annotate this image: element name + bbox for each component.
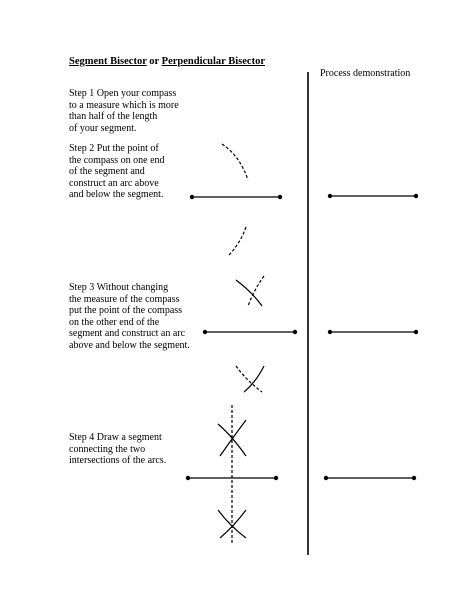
step-2-dashed-arc-below: [227, 226, 247, 257]
title-segment-bisector: Segment Bisector: [69, 56, 147, 67]
step-2-line-2: the compass on one end: [69, 154, 165, 166]
step-2-line-3: of the segment and: [69, 166, 145, 177]
step-4-endpoint-left: [185, 475, 191, 481]
process-demonstration-label: Process demonstration: [320, 68, 411, 79]
step-4-text: Step 4 Draw a segment connecting the two…: [69, 432, 166, 467]
step-4-line-2: connecting the two: [69, 443, 146, 455]
step-3-line-4: on the other end of the: [69, 316, 160, 328]
step-3-line-5: segment and construct an arc: [69, 328, 186, 339]
worksheet-title: Segment Bisector or Perpendicular Bisect…: [69, 56, 265, 67]
step-3-dashed-arc-below: [235, 365, 263, 393]
step-2-text: Step 2 Put the point of the compass on o…: [69, 143, 165, 201]
title-connector: or: [146, 56, 162, 67]
demo-segment-1: [327, 193, 419, 199]
step-3-endpoint-right: [292, 329, 298, 335]
step-3-line-1: Step 3 Without changing: [69, 282, 169, 293]
step-2-endpoint-left: [189, 194, 195, 200]
step-3-endpoint-left: [202, 329, 208, 335]
step-4-line-1: Step 4 Draw a segment: [69, 432, 162, 443]
step-2-endpoint-right: [277, 194, 283, 200]
step-3-dashed-arc-above: [247, 275, 265, 307]
step-4-arc-above-right: [219, 419, 247, 457]
step-4-arc-below-left: [217, 509, 247, 539]
step-1-line-3: than half of the length: [69, 111, 158, 122]
demo-segment-2: [327, 329, 419, 335]
step-2-dashed-arc-above: [221, 143, 249, 181]
step-3-diagram: [202, 275, 298, 393]
step-1-line-2: to a measure which is more: [69, 99, 179, 111]
demo-segment-3: [323, 475, 417, 481]
step-2-diagram: [189, 143, 283, 257]
step-2-line-1: Step 2 Put the point of: [69, 143, 159, 154]
step-4-line-3: intersections of the arcs.: [69, 455, 167, 466]
step-4-endpoint-right: [273, 475, 279, 481]
step-3-line-3: put the point of the compass: [69, 305, 183, 316]
step-3-line-2: the measure of the compass: [69, 293, 180, 305]
step-4-arc-below-right: [219, 509, 247, 539]
step-1-text: Step 1 Open your compass to a measure wh…: [69, 88, 179, 134]
title-perpendicular-bisector: Perpendicular Bisector: [161, 56, 265, 67]
step-3-arc-above-first: [235, 279, 263, 307]
step-1-line-1: Step 1 Open your compass: [69, 88, 177, 99]
step-2-line-4: construct an arc above: [69, 177, 159, 189]
step-3-arc-below-first: [243, 365, 265, 393]
step-3-text: Step 3 Without changing the measure of t…: [69, 282, 190, 351]
step-3-line-6: above and below the segment.: [69, 339, 190, 351]
step-2-line-5: and below the segment.: [69, 189, 164, 200]
step-1-line-4: of your segment.: [69, 122, 137, 134]
step-4-diagram: [185, 405, 279, 545]
